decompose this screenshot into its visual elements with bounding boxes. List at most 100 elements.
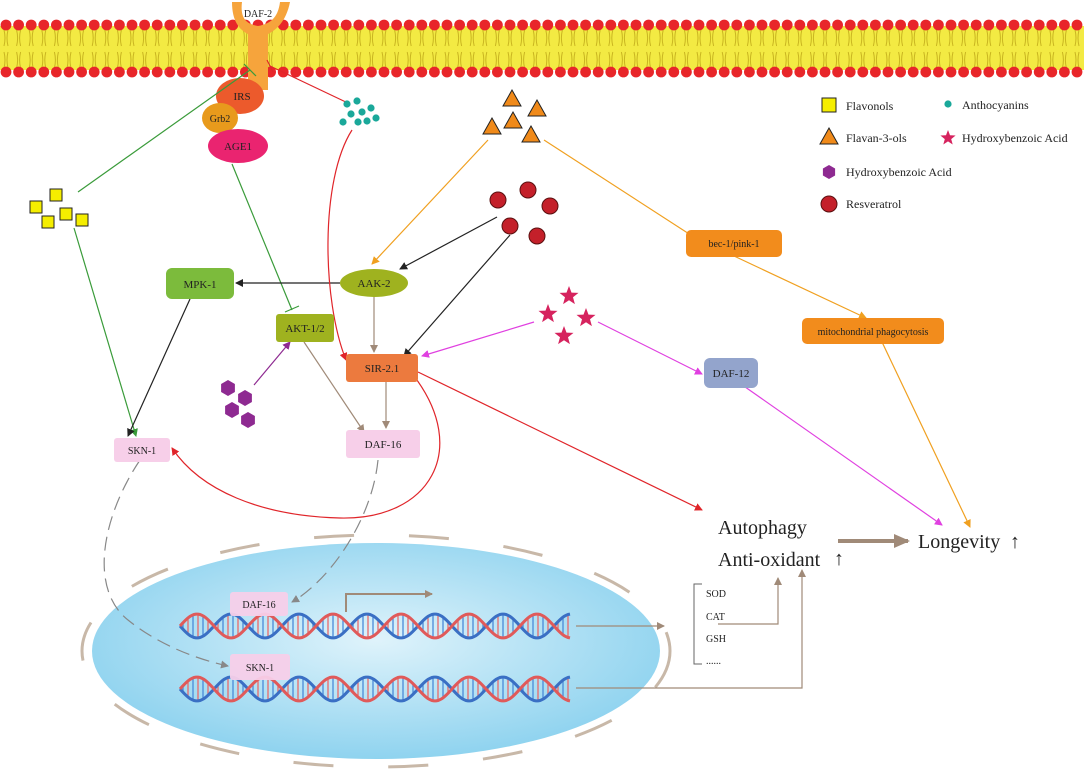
age1-shape[interactable] [208, 129, 268, 163]
lipid-tail [583, 29, 589, 47]
anthocyanin-dot [367, 104, 375, 112]
antioxidant-label: Anti-oxidant [718, 549, 821, 571]
lipid-head [870, 19, 881, 31]
lipid-head [429, 19, 440, 31]
flavonols-to-skn1 [73, 227, 138, 437]
lipid-head [177, 19, 188, 31]
lipid-head [895, 66, 906, 78]
grb2-shape[interactable] [202, 103, 238, 133]
lipid-head [13, 19, 24, 31]
bec1-box[interactable] [686, 230, 782, 257]
flavonols-cluster [29, 188, 89, 229]
lipid-head [164, 19, 176, 31]
lipid-head [618, 66, 629, 78]
sir-box[interactable] [346, 354, 418, 382]
bec1-label: bec-1/pink-1 [708, 239, 759, 250]
daf12-box[interactable] [704, 358, 758, 388]
lipid-tail [356, 29, 362, 47]
lipid-head [807, 66, 818, 78]
lipid-tail [179, 51, 185, 69]
lipid-tail [860, 51, 866, 69]
lipid-tail [1024, 51, 1030, 69]
hydroxybenzoic-hex [221, 380, 235, 396]
anthocyanin-dot [358, 108, 366, 116]
lipid-head [1008, 66, 1020, 78]
lipid-head [454, 19, 465, 31]
lipid-head [555, 66, 566, 78]
age1-inhibit-akt [231, 163, 293, 311]
irs-label: IRS [233, 91, 250, 103]
nucleus-daf16-box[interactable] [230, 592, 288, 616]
lipid-head [970, 19, 982, 31]
anthocyanin-dot [354, 118, 362, 126]
lipid-head [958, 19, 969, 31]
lipid-head [416, 19, 428, 31]
lipid-tail [633, 51, 639, 69]
lipid-tail [1049, 51, 1055, 69]
lipid-tail [305, 51, 311, 69]
lipid-tail [91, 29, 97, 47]
lipid-tail [646, 29, 652, 47]
sir-to-skn1 [171, 375, 441, 519]
akt-label: AKT-1/2 [285, 323, 324, 335]
lipid-head [290, 66, 302, 78]
lipid-tail [192, 51, 198, 69]
hydroxybenzoic-hex [241, 412, 255, 428]
lipid-tail [1074, 51, 1080, 69]
lipid-head [920, 19, 932, 31]
akt-box[interactable] [276, 314, 334, 342]
lipid-tail [998, 51, 1004, 69]
lipid-head [378, 66, 390, 78]
lipid-tail [658, 29, 664, 47]
lipid-head [1033, 19, 1045, 31]
legend-hydroxybenzoic-star-icon [940, 130, 956, 145]
lipid-tail [368, 29, 374, 47]
lipid-head [807, 19, 818, 31]
lipid-tail [709, 51, 715, 69]
lipid-head [605, 66, 617, 78]
lipid-head [177, 66, 188, 78]
skn1-box[interactable] [114, 438, 170, 462]
lipid-head [290, 19, 302, 31]
flavan3ol-triangle [482, 116, 502, 135]
aak2-shape[interactable] [340, 269, 408, 297]
legend-flavan3ols-icon [819, 126, 839, 145]
lipid-head [441, 66, 453, 78]
daf16-box[interactable] [346, 430, 420, 458]
lipid-head [731, 19, 743, 31]
lipid-tail [142, 51, 148, 69]
hydroxybenzoic-star [554, 326, 574, 345]
anthocyanins-cluster [339, 97, 380, 126]
enzymes-to-antioxidant [718, 577, 782, 625]
mpk1-box[interactable] [166, 268, 234, 299]
lipid-head [76, 19, 87, 31]
lipid-tail [683, 51, 689, 69]
lipid-head [756, 66, 768, 78]
nucleus-skn1-box[interactable] [230, 654, 290, 680]
lipid-tail [847, 51, 853, 69]
lipid-tail [557, 51, 563, 69]
nucleus-daf16-label: DAF-16 [242, 600, 275, 611]
membrane-tails-top [3, 29, 1080, 47]
hydroxybenzoic-star [559, 286, 579, 305]
lipid-tail [154, 29, 160, 47]
flavonols-inhibit-daf2 [77, 69, 251, 193]
anthocyanin-dot [353, 97, 361, 105]
lipid-head [328, 66, 339, 78]
lipid-tail [16, 51, 22, 69]
grb2-label: Grb2 [210, 114, 231, 125]
lipid-tail [381, 29, 387, 47]
daf2-receptor[interactable]: DAF-2 [232, 2, 290, 90]
mito-box[interactable] [802, 318, 944, 344]
lipid-tail [406, 29, 412, 47]
lipid-tail [494, 29, 500, 47]
lipid-head [744, 66, 755, 78]
lipid-tail [721, 29, 727, 47]
lipid-tail [1024, 29, 1030, 47]
resveratrol-circle [519, 181, 537, 199]
mpk1-to-skn1 [127, 298, 191, 437]
lipid-tail [1011, 51, 1017, 69]
lipid-head [1021, 66, 1032, 78]
lipid-head [139, 66, 151, 78]
lipid-tail [217, 51, 223, 69]
